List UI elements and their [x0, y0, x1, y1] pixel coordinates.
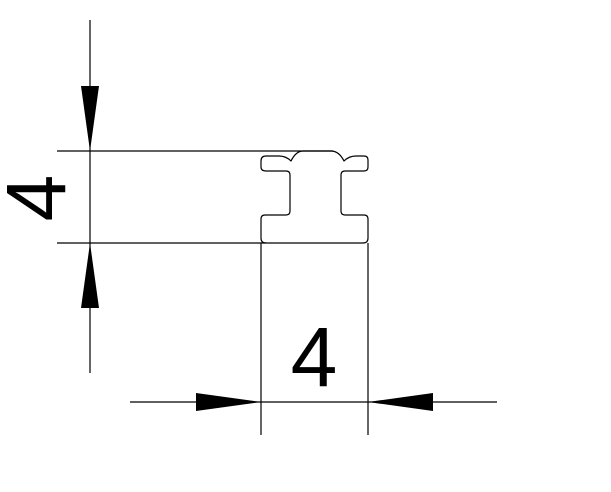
left-arrow-icon [196, 393, 261, 411]
t-slot-profile [260, 150, 369, 244]
right-arrow-icon [368, 393, 433, 411]
top-arrow-icon [81, 86, 99, 151]
width-dimension-label: 4 [291, 310, 338, 404]
height-dimension-label: 4 [0, 175, 83, 222]
bottom-arrow-icon [81, 243, 99, 308]
